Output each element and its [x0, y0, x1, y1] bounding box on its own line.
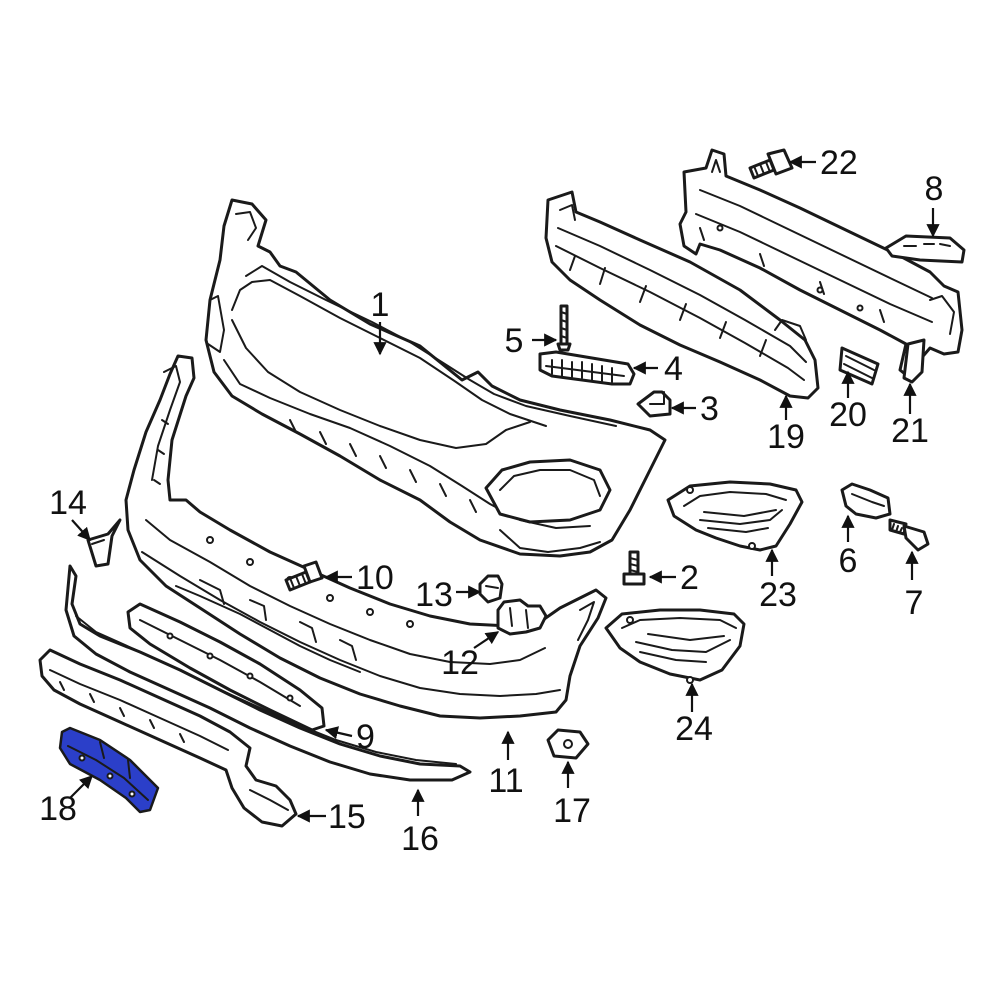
- part-10-bolt[interactable]: [284, 560, 324, 592]
- callout-1: 1: [371, 286, 390, 324]
- callout-20: 20: [829, 396, 867, 434]
- part-20-pad[interactable]: [838, 346, 880, 386]
- leader-lines: [69, 155, 940, 823]
- callout-24: 24: [675, 710, 713, 748]
- callout-8: 8: [925, 170, 944, 208]
- callout-4: 4: [664, 350, 683, 388]
- part-15-skid-plate[interactable]: [38, 648, 298, 828]
- callout-19: 19: [767, 418, 805, 456]
- callout-17: 17: [553, 792, 591, 830]
- callout-10: 10: [356, 559, 394, 597]
- part-5-pin[interactable]: [556, 304, 572, 352]
- part-18-bracket-highlighted[interactable]: [58, 726, 160, 814]
- leader-9: [324, 726, 353, 740]
- part-2-bolt[interactable]: [622, 550, 646, 586]
- callout-3: 3: [700, 390, 719, 428]
- callout-16: 16: [401, 820, 439, 858]
- part-17-clip-nut[interactable]: [546, 728, 590, 760]
- part-19-impact-absorber[interactable]: [544, 190, 820, 400]
- part-11-lower-bumper-cover[interactable]: [124, 354, 608, 720]
- part-22-bolt[interactable]: [748, 148, 794, 180]
- leader-18: [69, 775, 93, 799]
- part-16-lower-lip[interactable]: [64, 564, 472, 782]
- part-7-screw[interactable]: [888, 518, 930, 552]
- part-8-bracket[interactable]: [884, 234, 966, 264]
- part-24-fog-lamp-cover[interactable]: [604, 608, 746, 684]
- callout-13: 13: [415, 576, 453, 614]
- part-1-upper-bumper-cover[interactable]: [204, 198, 667, 558]
- part-14-bracket[interactable]: [86, 518, 122, 568]
- callout-2: 2: [680, 559, 699, 597]
- leader-12: [473, 631, 500, 649]
- callout-labels: 1 2 3 4 5 6 7 8 9 10 11 12 13 14 15 16 1…: [39, 144, 943, 858]
- callout-22: 22: [820, 144, 858, 182]
- callout-11: 11: [488, 762, 523, 800]
- part-13-retainer[interactable]: [478, 574, 504, 604]
- callout-14: 14: [49, 484, 87, 522]
- leader-14: [71, 519, 91, 541]
- callout-5: 5: [505, 322, 524, 360]
- part-4-grille-insert[interactable]: [538, 350, 636, 386]
- part-6-bracket[interactable]: [840, 482, 892, 520]
- part-12-bracket[interactable]: [496, 598, 548, 636]
- callout-6: 6: [839, 542, 858, 580]
- callout-23: 23: [759, 576, 797, 614]
- part-3-clip[interactable]: [636, 390, 672, 418]
- callout-9: 9: [356, 718, 375, 756]
- part-9-skid-strip[interactable]: [126, 602, 326, 732]
- part-21-bumper-beam[interactable]: [678, 148, 964, 384]
- callout-7: 7: [905, 584, 924, 622]
- callout-15: 15: [328, 798, 366, 836]
- part-23-fog-lamp-bezel[interactable]: [666, 480, 804, 552]
- callout-12: 12: [441, 644, 479, 682]
- callout-21: 21: [891, 412, 929, 450]
- callout-18: 18: [39, 790, 77, 828]
